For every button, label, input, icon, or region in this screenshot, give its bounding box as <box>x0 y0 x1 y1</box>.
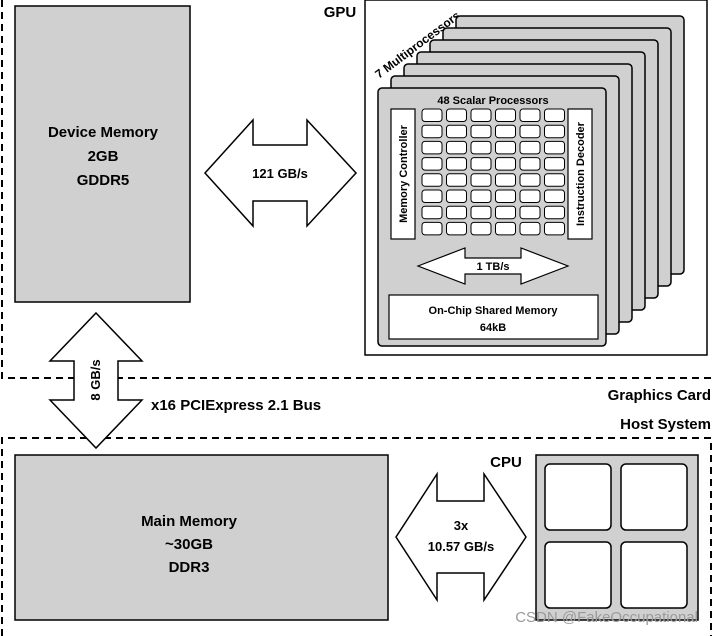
scalar-processor <box>421 140 443 155</box>
pcie-bus-label: x16 PCIExpress 2.1 Bus <box>151 397 321 414</box>
cpu-core <box>620 541 688 609</box>
scalar-processor <box>544 157 565 171</box>
instruction-decoder-label: Instruction Decoder <box>575 121 587 226</box>
pcie-bandwidth: 8 GB/s <box>88 359 103 400</box>
scalar-processor <box>446 140 467 155</box>
host-system-boundary <box>1 437 712 636</box>
cpu-core <box>544 541 612 609</box>
scalar-processor <box>519 205 541 220</box>
shared-memory: On-Chip Shared Memory 64kB <box>388 294 599 340</box>
memory-controller <box>390 108 416 240</box>
cpu-memory-multiplier: 3x <box>454 518 469 533</box>
scalar-processor <box>519 157 541 171</box>
gpu: GPU 7 Multiprocessors 48 Scalar Processo… <box>324 0 708 356</box>
scalar-processor <box>421 108 443 122</box>
device-memory-size: 2GB <box>88 148 119 165</box>
shared-memory-title: On-Chip Shared Memory <box>429 305 559 317</box>
scalar-processor <box>544 173 565 187</box>
scalar-processor <box>495 189 516 203</box>
scalar-processor <box>519 173 541 187</box>
device-gpu-link: 121 GB/s <box>203 118 358 228</box>
scalar-processor <box>519 124 541 139</box>
instruction-decoder <box>567 108 593 240</box>
scalar-processor <box>421 221 443 236</box>
device-gpu-bandwidth: 121 GB/s <box>252 166 308 181</box>
device-memory-title: Device Memory <box>48 124 159 141</box>
scalar-processor <box>446 205 467 220</box>
device-memory-type: GDDR5 <box>77 172 130 189</box>
host-system-label: Host System <box>620 416 711 433</box>
scalar-processor <box>421 124 443 139</box>
main-memory-type: DDR3 <box>169 559 210 576</box>
cpu: CPU <box>490 454 699 621</box>
scalar-processor <box>519 189 541 203</box>
scalar-processor <box>519 108 541 122</box>
scalar-processor <box>495 221 516 236</box>
device-memory: Device Memory 2GB GDDR5 <box>14 5 191 303</box>
scalar-processor <box>544 124 565 139</box>
shared-memory-bandwidth: 1 TB/s <box>476 261 509 273</box>
gpu-label: GPU <box>324 4 357 21</box>
scalar-processor <box>446 157 467 171</box>
scalar-processor <box>446 221 467 236</box>
scalar-processor <box>495 205 516 220</box>
scalar-processor <box>470 205 492 220</box>
graphics-card-boundary <box>1 0 713 379</box>
main-memory-title: Main Memory <box>141 513 238 530</box>
memory-controller-label: Memory Controller <box>398 124 410 223</box>
scalar-processor <box>544 221 565 236</box>
scalar-processor <box>446 108 467 122</box>
scalar-processor <box>421 173 443 187</box>
scalar-processor <box>495 173 516 187</box>
cpu-core <box>620 463 688 531</box>
scalar-processor <box>421 205 443 220</box>
scalar-processor <box>446 189 467 203</box>
scalar-processor <box>544 108 565 122</box>
multiprocessor-front: 48 Scalar Processors Memory Controller I… <box>388 95 599 340</box>
scalar-processor <box>470 221 492 236</box>
scalar-processor <box>470 157 492 171</box>
scalar-processor <box>544 189 565 203</box>
graphics-card-label: Graphics Card <box>608 387 711 404</box>
cpu-memory-link: 3x 10.57 GB/s <box>395 471 527 603</box>
scalar-processor <box>544 140 565 155</box>
scalar-processor <box>519 140 541 155</box>
cpu-memory-bandwidth: 10.57 GB/s <box>428 539 495 554</box>
scalar-processor <box>446 124 467 139</box>
scalar-processor <box>421 157 443 171</box>
scalar-processor <box>470 173 492 187</box>
scalar-processor <box>470 140 492 155</box>
scalar-processor <box>470 124 492 139</box>
shared-memory-link: 1 TB/s <box>416 247 570 285</box>
shared-memory-size: 64kB <box>480 322 506 334</box>
main-memory-size: ~30GB <box>165 536 213 553</box>
scalar-processor <box>544 205 565 220</box>
scalar-processor <box>495 140 516 155</box>
scalar-processor <box>495 124 516 139</box>
cpu-label: CPU <box>490 454 522 471</box>
scalar-processor <box>495 157 516 171</box>
cpu-core <box>544 463 612 531</box>
scalar-processor <box>470 189 492 203</box>
scalar-processor <box>470 108 492 122</box>
pcie-bus-link: 8 GB/s <box>48 311 144 450</box>
scalar-processor-grid <box>421 108 565 236</box>
scalar-processor <box>495 108 516 122</box>
scalar-processor <box>446 173 467 187</box>
main-memory: Main Memory ~30GB DDR3 <box>14 454 389 621</box>
scalar-processor <box>519 221 541 236</box>
watermark: CSDN @FakeOccupational <box>515 609 698 626</box>
scalar-processor <box>421 189 443 203</box>
scalar-processors-label: 48 Scalar Processors <box>437 95 548 107</box>
